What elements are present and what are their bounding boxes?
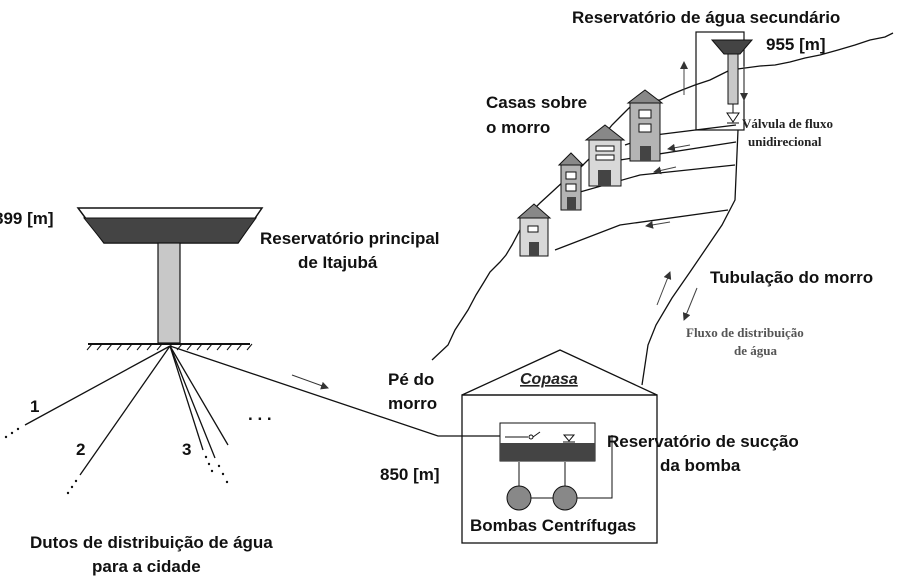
flow-arrow-icon: [667, 143, 691, 152]
duct-2-label: 2: [76, 440, 85, 459]
secondary-reservoir-label: Reservatório de água secundário: [572, 8, 840, 27]
flow-down-arrow-icon: [682, 287, 698, 321]
pump-2-icon: [552, 485, 578, 511]
check-valve-icon: [726, 112, 740, 124]
ducts-label-line1: Dutos de distribuição de água: [30, 533, 273, 552]
secondary-reservoir: [680, 31, 754, 131]
main-reservoir-label-line1: Reservatório principal: [260, 229, 440, 248]
valve-label-line2: unidirecional: [748, 134, 822, 149]
main-reservoir-tower: [76, 207, 264, 351]
valve-label-line1: Válvula de fluxo: [742, 116, 833, 131]
duct-1-label: 1: [30, 397, 39, 416]
flow-arrow-icon: [645, 220, 671, 229]
hill-pipe-label: Tubulação do morro: [710, 268, 873, 287]
elevation-899-label: 899 [m]: [0, 209, 54, 228]
distribution-ducts: [4, 345, 229, 495]
foot-of-hill-label-line1: Pé do: [388, 370, 434, 389]
houses-label-line2: o morro: [486, 118, 550, 137]
elevation-955-label: 955 [m]: [766, 35, 826, 54]
suction-reservoir-label-line2: da bomba: [660, 456, 741, 475]
suction-tank: [499, 422, 596, 462]
pump-1-icon: [506, 485, 532, 511]
house-3: [584, 124, 626, 187]
main-reservoir-label-line2: de Itajubá: [298, 253, 378, 272]
house-2: [557, 152, 585, 211]
foot-of-hill-label-line2: morro: [388, 394, 437, 413]
ducts-label-line2: para a cidade: [92, 557, 201, 576]
house-4: [626, 89, 664, 162]
supply-pipe: [169, 345, 505, 437]
copasa-logo-label: Copasa: [520, 371, 578, 388]
more-ducts-ellipsis: . . .: [248, 405, 272, 424]
duct-3-label: 3: [182, 440, 191, 459]
flow-up-arrow-icon: [656, 271, 672, 306]
ground-hatch: [86, 343, 253, 351]
hill-outline: [431, 32, 894, 386]
flow-label-line2: de água: [734, 343, 777, 358]
flow-arrow-icon: [291, 374, 329, 390]
houses-label-line1: Casas sobre: [486, 93, 587, 112]
flow-arrow-icon: [653, 166, 677, 175]
house-1: [516, 203, 552, 257]
pumps-label: Bombas Centrífugas: [470, 516, 636, 535]
copasa-station: [461, 349, 658, 544]
flow-label-line1: Fluxo de distribuição: [686, 325, 804, 340]
suction-reservoir-label-line1: Reservatório de sucção: [607, 432, 799, 451]
elevation-850-label: 850 [m]: [380, 465, 440, 484]
